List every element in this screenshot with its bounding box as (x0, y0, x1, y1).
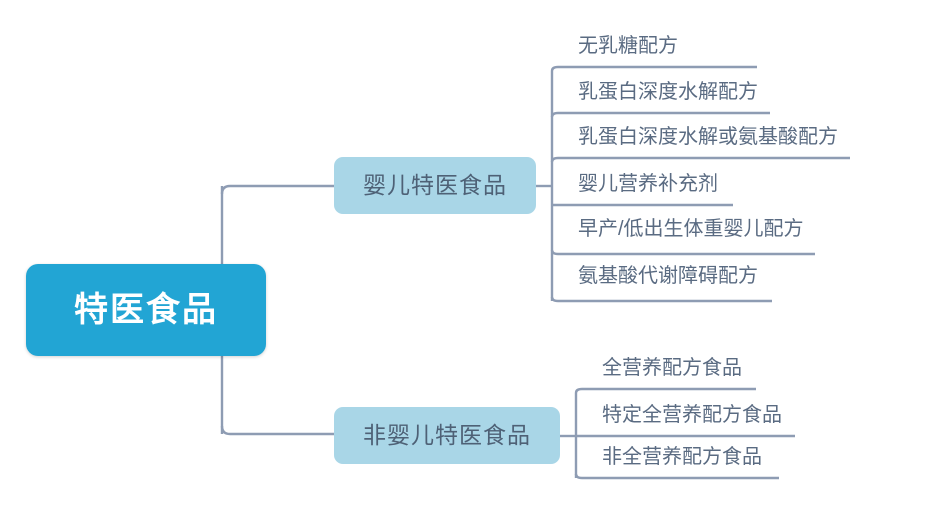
branch-0-leaf-1-connector (550, 111, 770, 118)
root-node[interactable]: 特医食品 (26, 264, 266, 356)
branch-0-leaf-0-connector (550, 65, 757, 72)
root-node-label: 特医食品 (74, 291, 218, 329)
branch-1-leaf-0-connector (574, 387, 756, 394)
trunk-connector-top (220, 184, 334, 195)
leaf-item[interactable]: 非全营养配方食品 (602, 446, 762, 468)
branch-0-leaf-5-connector (550, 296, 772, 303)
branch-node-infant[interactable]: 婴儿特医食品 (334, 157, 536, 214)
branch-1-leaf-2-connector (574, 473, 779, 480)
branch-0-leaf-2-connector (550, 156, 850, 163)
leaf-item[interactable]: 全营养配方食品 (602, 357, 742, 379)
leaf-item[interactable]: 乳蛋白深度水解或氨基酸配方 (578, 126, 838, 148)
branch-0-leaf-4-connector (550, 249, 815, 256)
branch-node-label: 非婴儿特医食品 (363, 422, 531, 448)
leaf-item[interactable]: 乳蛋白深度水解配方 (578, 81, 758, 103)
trunk-connector-bottom (220, 425, 334, 436)
leaf-item[interactable]: 氨基酸代谢障碍配方 (578, 265, 758, 287)
leaf-item[interactable]: 无乳糖配方 (578, 35, 678, 57)
branch-node-label: 婴儿特医食品 (363, 172, 507, 198)
branch-node-non-infant[interactable]: 非婴儿特医食品 (334, 407, 560, 464)
leaf-item[interactable]: 婴儿营养补充剂 (578, 173, 718, 195)
leaf-item[interactable]: 早产/低出生体重婴儿配方 (578, 218, 804, 240)
leaf-item[interactable]: 特定全营养配方食品 (602, 404, 782, 426)
